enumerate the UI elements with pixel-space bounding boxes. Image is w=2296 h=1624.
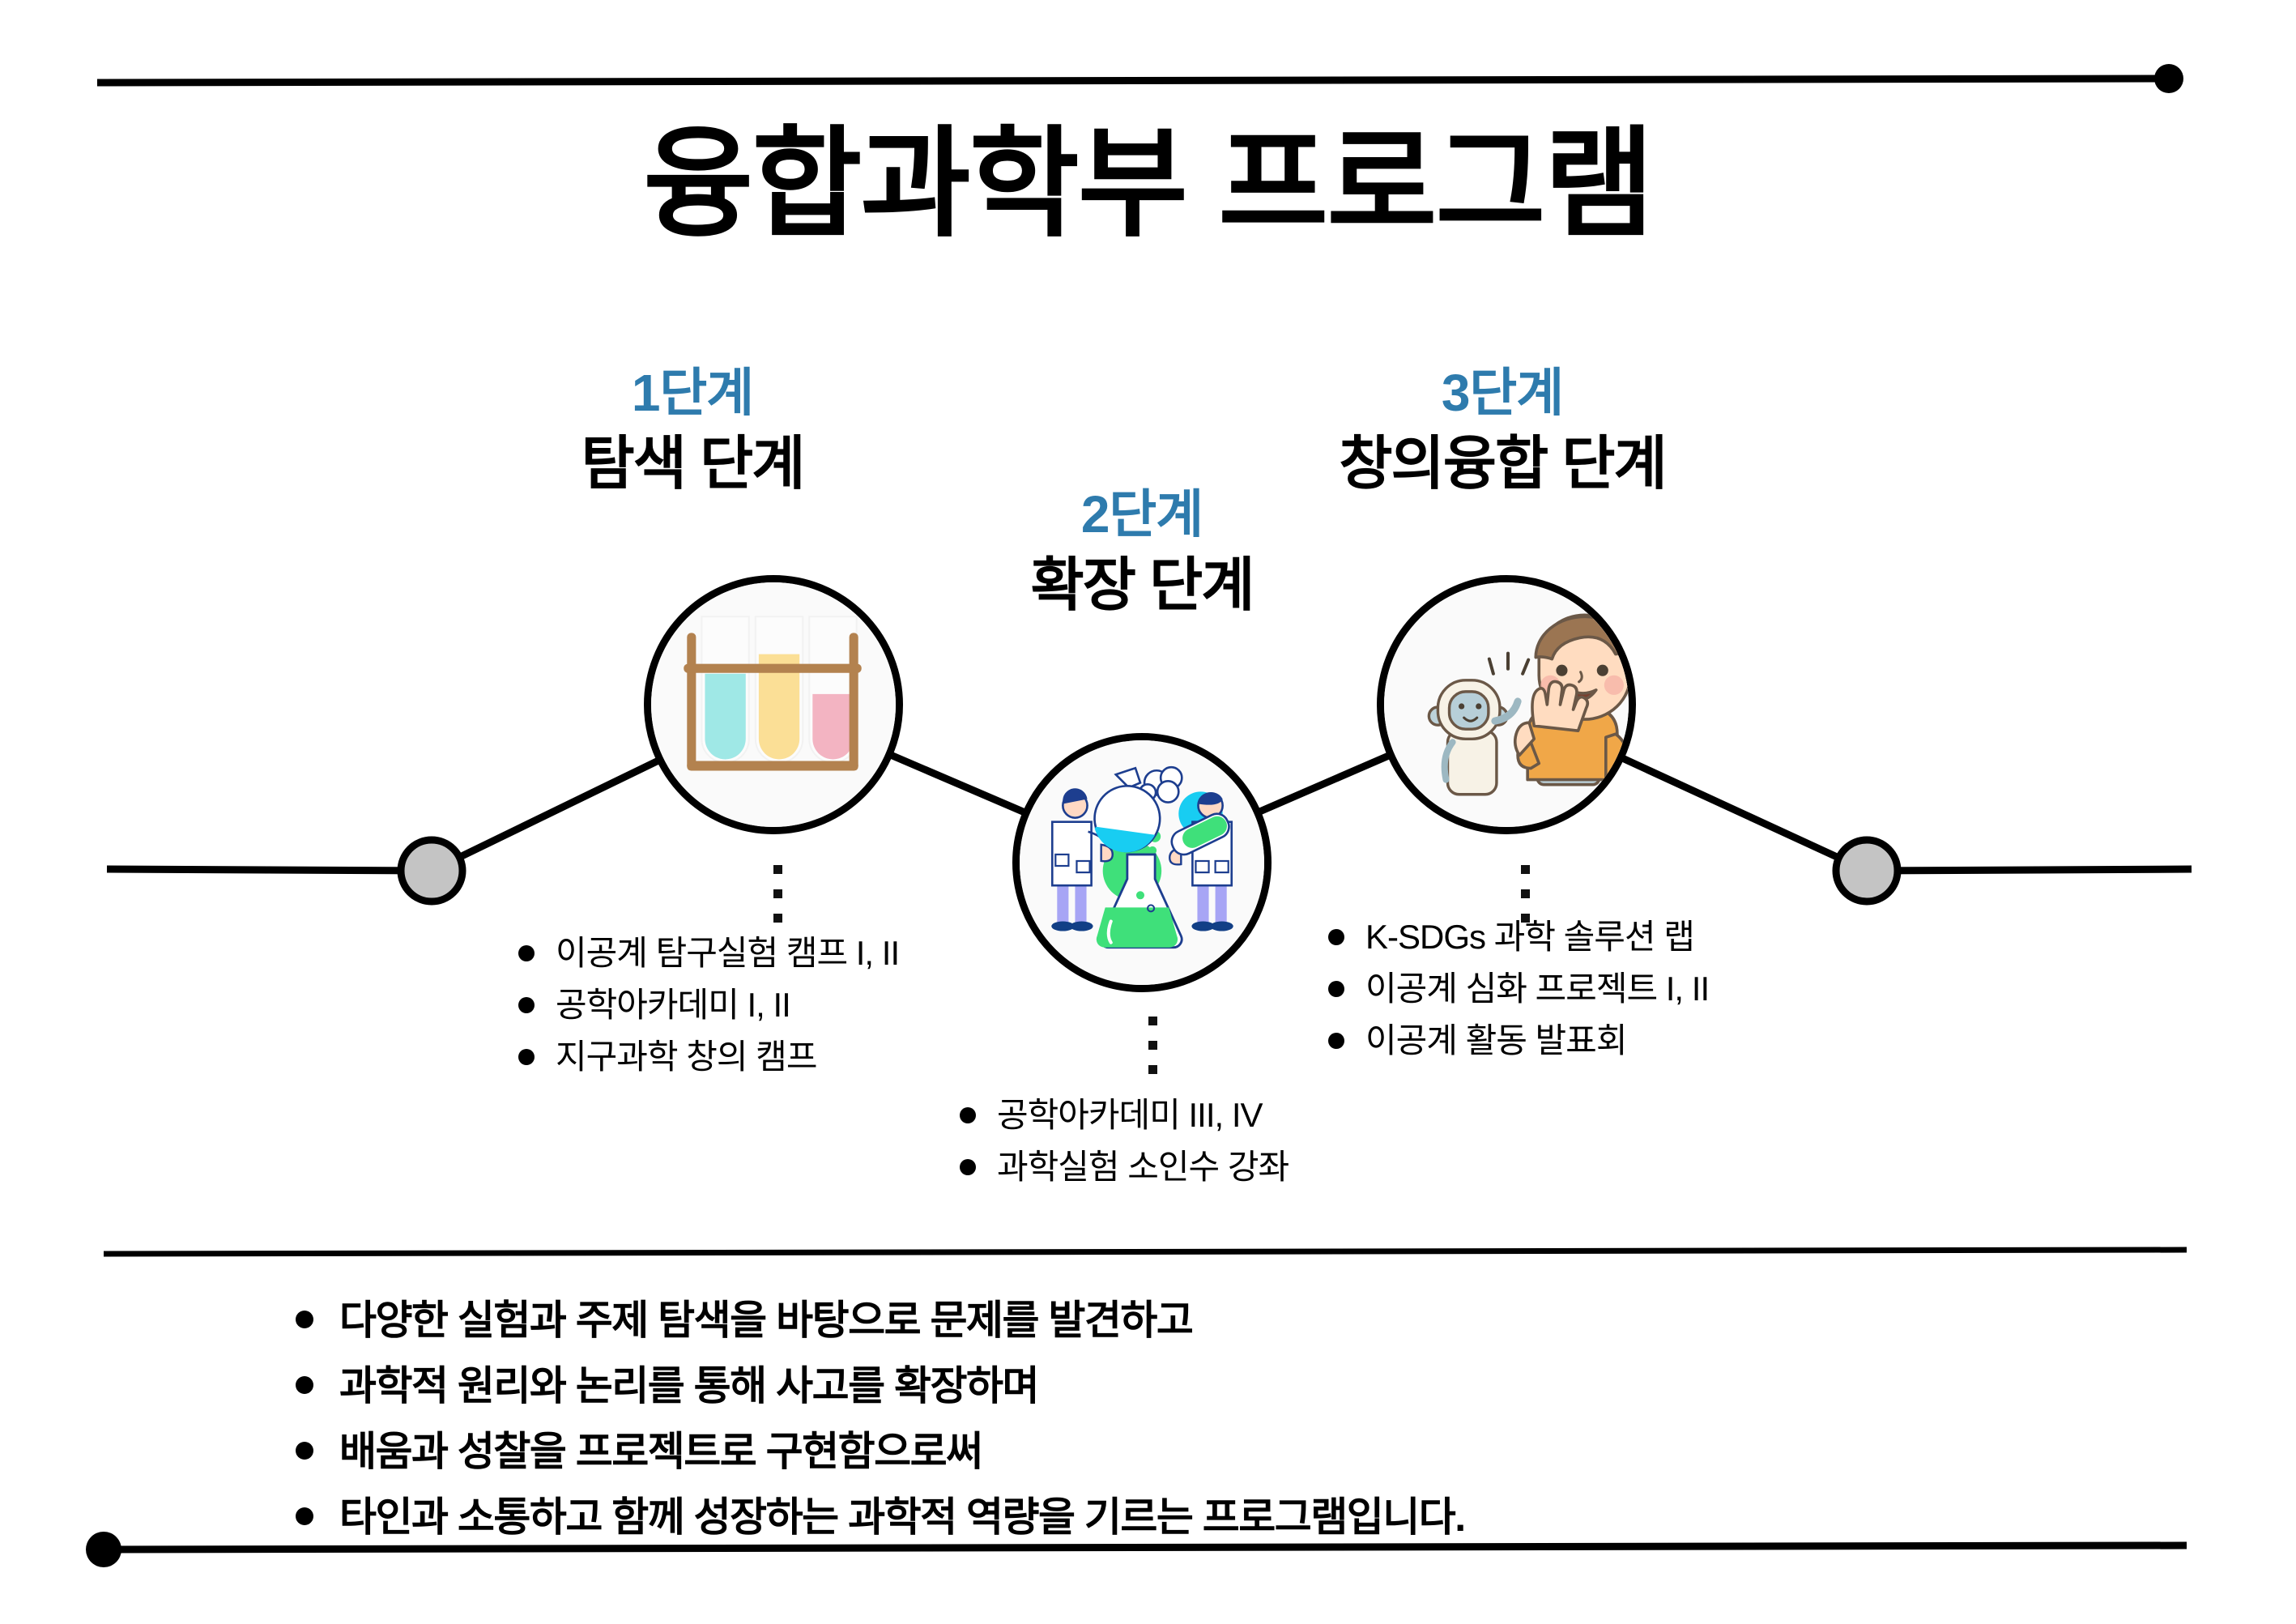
summary-item: 과학적 원리와 논리를 통해 사고를 확장하며 [296,1353,1465,1419]
bullet-dot [960,1107,976,1123]
list-item: 이공계 탐구실험 캠프 I, II [518,927,900,979]
bullet-dot [518,1048,535,1065]
list-item: 이공계 심화 프로젝트 I, II [1328,963,1710,1015]
top-divider-rule [96,75,2170,87]
summary-label: 다양한 실험과 주제 탐색을 바탕으로 문제를 발견하고 [339,1298,1194,1343]
ellipsis-dot [1521,889,1530,898]
program-label: 공학아카데미 I, II [556,985,791,1024]
bullet-dot [296,1376,313,1394]
summary-item: 다양한 실험과 주제 탐색을 바탕으로 문제를 발견하고 [296,1288,1465,1353]
bullet-dot [960,1158,976,1175]
ellipsis-dot [1148,1041,1157,1050]
stage-2-name: 확장 단계 [1030,552,1255,618]
program-label: K-SDGs 과학 솔루션 랩 [1365,918,1695,956]
test-tube-rack-icon [644,575,903,834]
stage-1-program-list: 이공계 탐구실험 캠프 I, II 공학아카데미 I, II 지구과학 창의 캠… [518,927,900,1083]
summary-label: 타인과 소통하고 함께 성장하는 과학적 역량을 기르는 프로그램입니다. [339,1494,1466,1540]
ellipsis-dot [773,889,782,898]
list-item: 이공계 활동 발표회 [1328,1015,1709,1067]
bullet-dot [296,1311,313,1328]
ellipsis-dot [1521,914,1530,923]
bullet-dot [1328,980,1344,997]
summary-item: 타인과 소통하고 함께 성장하는 과학적 역량을 기르는 프로그램입니다. [296,1485,1466,1550]
stage-1-ellipsis [773,865,782,923]
stage-3-program-list: K-SDGs 과학 솔루션 랩 이공계 심화 프로젝트 I, II 이공계 활동… [1328,911,1710,1067]
stage-2-number: 2단계 [1080,485,1203,543]
bullet-dot [518,996,535,1013]
stage-3-name: 창의융합 단계 [1339,431,1667,497]
summary-label: 배움과 성찰을 프로젝트로 구현함으로써 [339,1429,983,1474]
list-item: 공학아카데미 I, II [518,979,899,1031]
child-robot-highfive-glyph [1384,582,1629,827]
summary-separator-rule [103,1247,2187,1257]
bullet-dot [296,1442,313,1460]
program-label: 이공계 심화 프로젝트 I, II [1365,969,1710,1008]
program-label: 지구과학 창의 캠프 [556,1037,817,1076]
program-label: 이공계 탐구실험 캠프 I, II [556,934,900,972]
list-item: 과학실험 소인수 강좌 [960,1141,1289,1193]
program-label: 이공계 활동 발표회 [1365,1021,1627,1059]
stage-2-ellipsis [1148,1017,1157,1074]
test-tube-rack-glyph [651,582,896,827]
scientists-flask-glyph [1020,740,1264,985]
stage-1-name: 탐색 단계 [581,431,806,497]
list-item: K-SDGs 과학 솔루션 랩 [1328,911,1709,963]
summary-section: 다양한 실험과 주제 탐색을 바탕으로 문제를 발견하고 과학적 원리와 논리를… [296,1288,1466,1550]
stage-3-heading: 3단계 창의융합 단계 [1211,364,1794,497]
program-label: 공학아카데미 III, IV [997,1096,1263,1134]
bottom-divider-end-dot [86,1532,121,1567]
bullet-dot [518,945,535,961]
bullet-dot [1328,1032,1344,1049]
page-title: 융합과학부 프로그램 [643,117,1655,251]
top-divider-end-dot [2154,64,2183,93]
stage-1-heading: 1단계 탐색 단계 [449,364,935,497]
bullet-dot [1328,929,1344,945]
stage-3-number: 3단계 [1441,364,1564,422]
timeline-node-right [1832,836,1902,906]
ellipsis-dot [1148,1017,1157,1025]
scientists-flask-icon [1012,733,1272,992]
ellipsis-dot [1148,1065,1157,1074]
ellipsis-dot [773,865,782,874]
summary-label: 과학적 원리와 논리를 통해 사고를 확장하며 [339,1363,1039,1409]
list-item: 공학아카데미 III, IV [960,1089,1289,1141]
summary-item: 배움과 성찰을 프로젝트로 구현함으로써 [296,1419,1465,1485]
ellipsis-dot [1521,865,1530,874]
bullet-dot [296,1507,313,1525]
stage-3-ellipsis [1521,865,1530,923]
program-label: 과학실험 소인수 강좌 [997,1147,1289,1186]
stage-2-program-list: 공학아카데미 III, IV 과학실험 소인수 강좌 [960,1089,1289,1193]
ellipsis-dot [773,914,782,923]
stage-1-number: 1단계 [631,364,754,422]
list-item: 지구과학 창의 캠프 [518,1031,899,1083]
child-robot-highfive-icon [1377,575,1636,834]
stage-2-heading: 2단계 확장 단계 [899,485,1385,619]
timeline-node-left [397,836,466,906]
